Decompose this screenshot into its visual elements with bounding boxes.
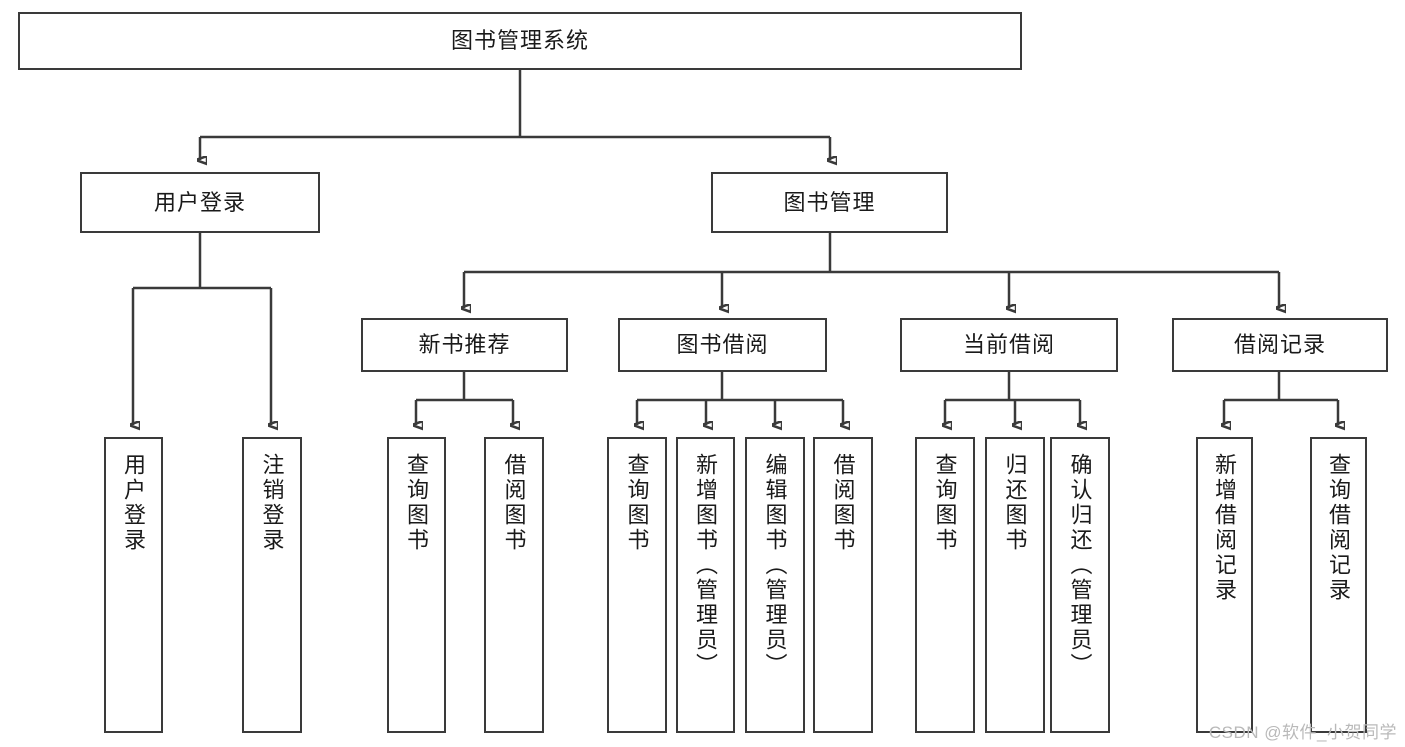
node-new-book-recommend[interactable]: 新书推荐 — [361, 318, 568, 372]
node-new-book-recommend-label: 新书推荐 — [418, 332, 511, 358]
node-leaf-query-book-1[interactable]: 查询图书 — [387, 437, 446, 733]
node-leaf-query-book-2[interactable]: 查询图书 — [607, 437, 667, 733]
node-leaf-confirm-return-admin[interactable]: 确认归还（管理员） — [1050, 437, 1110, 733]
node-leaf-return-book[interactable]: 归还图书 — [985, 437, 1045, 733]
node-current-borrow[interactable]: 当前借阅 — [900, 318, 1118, 372]
node-book-manage[interactable]: 图书管理 — [711, 172, 948, 233]
node-leaf-return-book-label: 归还图书 — [1002, 453, 1028, 553]
node-book-borrow-label: 图书借阅 — [676, 332, 769, 358]
node-leaf-add-borrow-record[interactable]: 新增借阅记录 — [1196, 437, 1253, 733]
node-leaf-query-book-3[interactable]: 查询图书 — [915, 437, 975, 733]
node-leaf-query-borrow-record-label: 查询借阅记录 — [1326, 453, 1352, 603]
node-leaf-query-borrow-record[interactable]: 查询借阅记录 — [1310, 437, 1367, 733]
node-leaf-borrow-book-1-label: 借阅图书 — [501, 453, 527, 553]
node-leaf-user-login[interactable]: 用户登录 — [104, 437, 163, 733]
node-root[interactable]: 图书管理系统 — [18, 12, 1022, 70]
node-leaf-query-book-2-label: 查询图书 — [624, 453, 650, 553]
node-leaf-query-book-1-label: 查询图书 — [404, 453, 430, 553]
node-leaf-borrow-book-2[interactable]: 借阅图书 — [813, 437, 873, 733]
node-leaf-add-book-admin[interactable]: 新增图书（管理员） — [676, 437, 735, 733]
node-leaf-edit-book-admin[interactable]: 编辑图书（管理员） — [745, 437, 805, 733]
node-leaf-edit-book-admin-label: 编辑图书（管理员） — [762, 453, 788, 678]
node-leaf-borrow-book-2-label: 借阅图书 — [830, 453, 856, 553]
node-book-borrow[interactable]: 图书借阅 — [618, 318, 827, 372]
node-leaf-add-borrow-record-label: 新增借阅记录 — [1212, 453, 1238, 603]
node-leaf-add-book-admin-label: 新增图书（管理员） — [693, 453, 719, 678]
node-leaf-user-login-label: 用户登录 — [121, 453, 147, 553]
node-leaf-query-book-3-label: 查询图书 — [932, 453, 958, 553]
node-leaf-logout-login-label: 注销登录 — [259, 453, 285, 553]
node-user-login[interactable]: 用户登录 — [80, 172, 320, 233]
node-leaf-confirm-return-admin-label: 确认归还（管理员） — [1067, 453, 1093, 678]
node-root-label: 图书管理系统 — [450, 28, 589, 54]
node-current-borrow-label: 当前借阅 — [962, 332, 1055, 358]
node-leaf-borrow-book-1[interactable]: 借阅图书 — [484, 437, 544, 733]
node-borrow-record[interactable]: 借阅记录 — [1172, 318, 1388, 372]
node-leaf-logout-login[interactable]: 注销登录 — [242, 437, 302, 733]
node-user-login-label: 用户登录 — [153, 189, 246, 215]
watermark: CSDN @软件_小贺同学 — [1208, 723, 1397, 742]
node-book-manage-label: 图书管理 — [783, 189, 876, 215]
node-borrow-record-label: 借阅记录 — [1233, 332, 1326, 358]
